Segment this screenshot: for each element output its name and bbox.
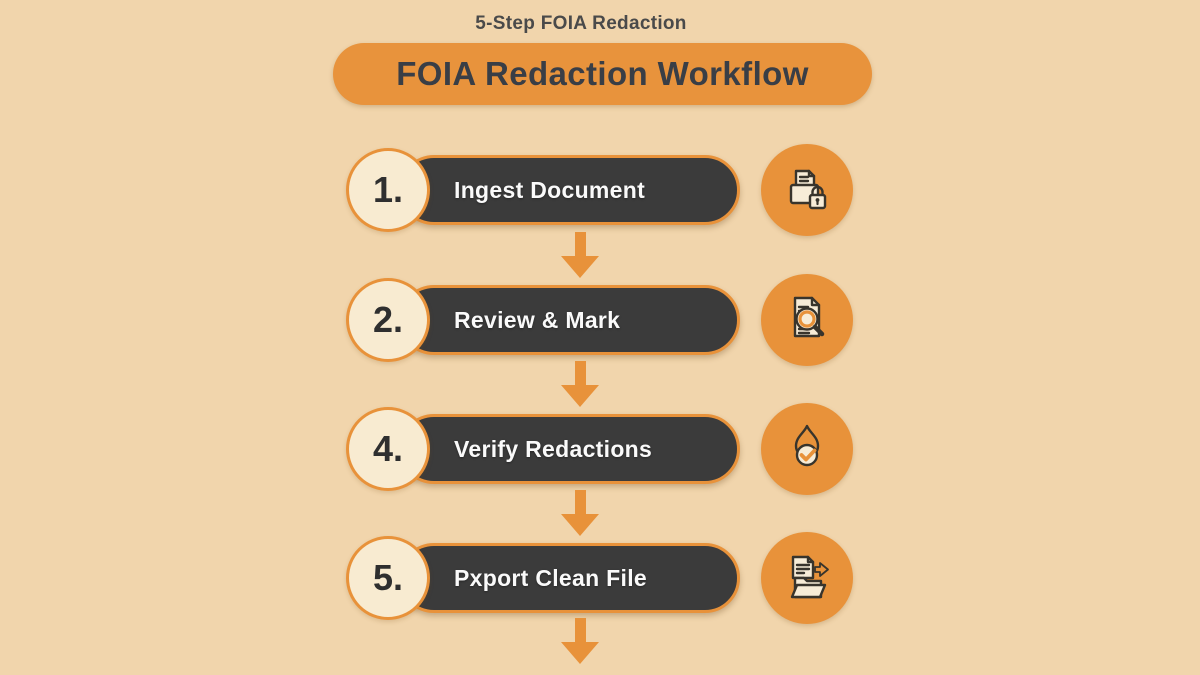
down-arrow-icon [561, 490, 599, 536]
step-row-2: Review & Mark 2. [0, 274, 1200, 366]
step-pill: Ingest Document [399, 155, 740, 225]
step-number-circle: 1. [346, 148, 430, 232]
folder-lock-icon [789, 169, 827, 210]
step-icon-circle [761, 274, 853, 366]
step-number-circle: 5. [346, 536, 430, 620]
eyebrow-title: 5-Step FOIA Redaction [475, 13, 687, 34]
step-pill: Review & Mark [399, 285, 740, 355]
step-number-circle: 2. [346, 278, 430, 362]
step-pill: Verify Redactions [399, 414, 740, 484]
flame-check-icon [794, 424, 820, 467]
step-label: Review & Mark [454, 306, 621, 333]
down-arrow-icon [561, 232, 599, 278]
document-magnifier-icon [793, 296, 825, 338]
title-banner: FOIA Redaction Workflow [333, 43, 872, 105]
step-row-4: Pxport Clean File 5. [0, 532, 1200, 624]
down-arrow-icon [561, 618, 599, 664]
step-icon-circle [761, 403, 853, 495]
step-number: 4. [372, 428, 404, 469]
step-icon-circle [761, 532, 853, 624]
step-pill: Pxport Clean File [399, 543, 740, 613]
step-icon-circle [761, 144, 853, 236]
step-number: 1. [372, 169, 404, 210]
step-row-1: Ingest Document 1. [0, 144, 1200, 236]
page-title: FOIA Redaction Workflow [396, 55, 809, 92]
step-number: 5. [372, 557, 404, 598]
file-export-icon [790, 555, 829, 599]
step-label: Ingest Document [454, 176, 646, 203]
step-number: 2. [372, 299, 404, 340]
down-arrow-icon [561, 361, 599, 407]
step-row-3: Verify Redactions 4. [0, 403, 1200, 495]
step-number-circle: 4. [346, 407, 430, 491]
step-label: Verify Redactions [454, 435, 653, 462]
step-label: Pxport Clean File [454, 564, 647, 591]
